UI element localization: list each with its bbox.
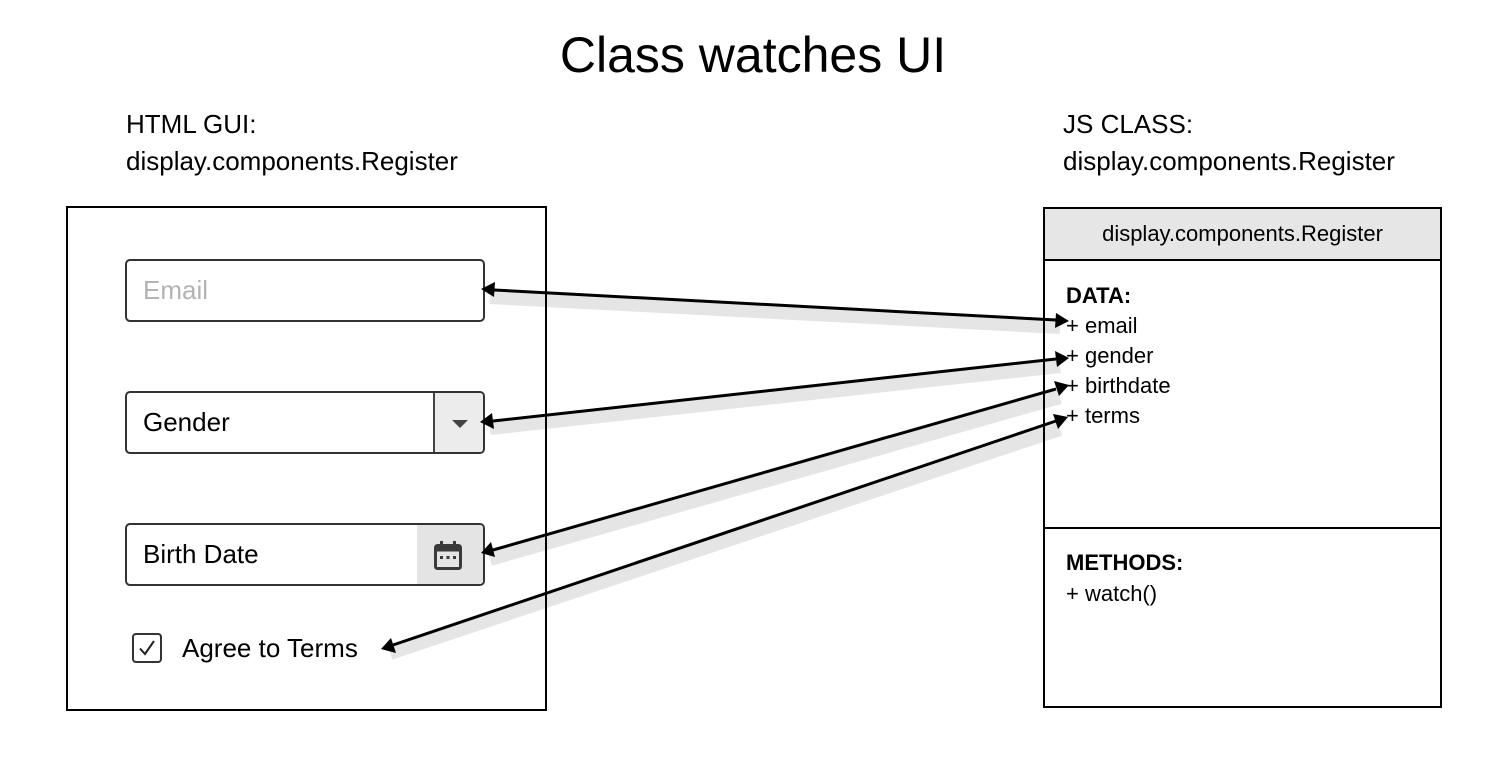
caret-down-icon bbox=[452, 420, 468, 428]
data-member-gender: + gender bbox=[1066, 343, 1154, 368]
gui-caption-line1: HTML GUI: bbox=[126, 109, 257, 139]
methods-section-title: METHODS: bbox=[1066, 550, 1184, 575]
gender-dropdown-button[interactable] bbox=[433, 393, 483, 452]
terms-checkbox[interactable] bbox=[132, 633, 162, 663]
terms-label: Agree to Terms bbox=[182, 633, 358, 663]
arrow-gender bbox=[480, 351, 1069, 435]
gender-select[interactable]: Gender bbox=[125, 391, 485, 454]
arrow-birthdate bbox=[481, 381, 1069, 566]
gui-caption: HTML GUI: display.components.Register bbox=[126, 106, 458, 180]
gui-caption-line2: display.components.Register bbox=[126, 146, 458, 176]
diagram-title: Class watches UI bbox=[559, 27, 947, 83]
email-field[interactable]: Email bbox=[125, 259, 485, 322]
data-member-email: + email bbox=[1066, 313, 1138, 338]
checkmark-icon bbox=[139, 640, 155, 656]
class-caption: JS CLASS: display.components.Register bbox=[1063, 106, 1395, 180]
method-watch: + watch() bbox=[1066, 581, 1158, 606]
calendar-icon bbox=[434, 541, 462, 570]
birthdate-picker-button[interactable] bbox=[417, 525, 483, 584]
data-member-birthdate: + birthdate bbox=[1066, 373, 1171, 398]
data-section-title: DATA: bbox=[1066, 283, 1132, 308]
birthdate-label: Birth Date bbox=[143, 539, 259, 569]
class-name-header: display.components.Register bbox=[1045, 209, 1440, 261]
register-form-panel: Email Gender Birth Date Agree to Terms bbox=[66, 206, 547, 711]
class-caption-line2: display.components.Register bbox=[1063, 146, 1395, 176]
class-caption-line1: JS CLASS: bbox=[1063, 109, 1194, 139]
gender-label: Gender bbox=[143, 407, 230, 437]
birthdate-field[interactable]: Birth Date bbox=[125, 523, 485, 586]
js-class-box: display.components.Register DATA: + emai… bbox=[1043, 207, 1442, 708]
class-data-section: DATA: + email + gender + birthdate + ter… bbox=[1045, 261, 1440, 529]
data-member-terms: + terms bbox=[1066, 403, 1140, 428]
email-placeholder: Email bbox=[143, 275, 209, 305]
arrow-email bbox=[481, 282, 1069, 334]
